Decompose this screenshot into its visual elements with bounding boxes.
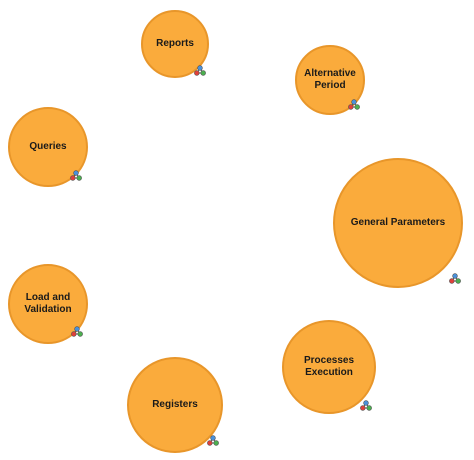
linked-nodes-icon[interactable] bbox=[194, 65, 206, 76]
node-load-and-validation[interactable]: Load and Validation bbox=[8, 264, 88, 344]
linked-nodes-icon[interactable] bbox=[449, 273, 461, 284]
node-registers[interactable]: Registers bbox=[127, 357, 223, 453]
linked-nodes-icon[interactable] bbox=[207, 435, 219, 446]
node-label: Reports bbox=[156, 38, 194, 49]
node-label: Registers bbox=[152, 399, 198, 410]
node-reports[interactable]: Reports bbox=[141, 10, 209, 78]
linked-nodes-icon[interactable] bbox=[348, 99, 360, 110]
linked-nodes-icon[interactable] bbox=[70, 170, 82, 181]
node-processes-execution[interactable]: Processes Execution bbox=[282, 320, 376, 414]
linked-nodes-icon[interactable] bbox=[71, 326, 83, 337]
node-label: Alternative Period bbox=[304, 68, 356, 91]
node-label: General Parameters bbox=[350, 217, 446, 228]
node-alternative-period[interactable]: Alternative Period bbox=[295, 45, 365, 115]
linked-nodes-icon[interactable] bbox=[360, 400, 372, 411]
node-label: Load and Validation bbox=[24, 292, 72, 315]
node-general-parameters[interactable]: General Parameters bbox=[333, 158, 463, 288]
node-label: Processes Execution bbox=[303, 355, 355, 378]
node-label: Queries bbox=[29, 141, 67, 152]
